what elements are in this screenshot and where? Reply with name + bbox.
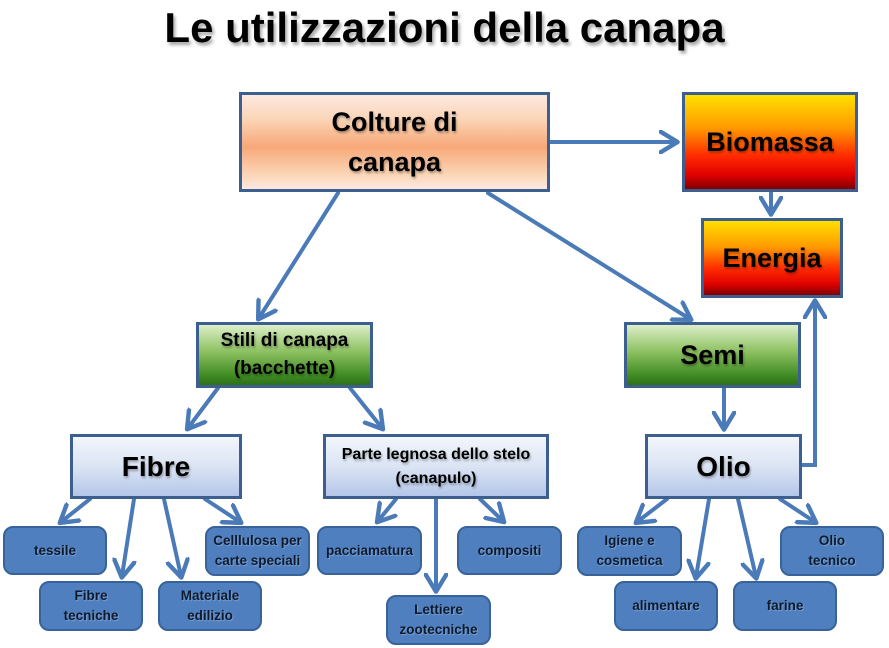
leaf-alimentare: alimentare	[614, 581, 718, 631]
leaf-farine: farine	[733, 581, 837, 631]
leaf-label: farine	[766, 598, 804, 613]
leaf-materiale-edilizio: Materiale edilizio	[158, 581, 262, 631]
leaf-tessile: tessile	[3, 526, 107, 575]
arrow-olio-alimentare	[696, 497, 711, 577]
leaf-olio-tecnico: Olio tecnico	[780, 526, 884, 576]
node-label: Biomassa	[706, 126, 834, 157]
node-colture-di-canapa: Colture di canapa	[239, 92, 550, 192]
leaf-label: Lettiere zootecniche	[399, 602, 478, 637]
leaf-label: Olio tecnico	[808, 533, 856, 568]
arrow-olio-tecnico	[778, 497, 815, 522]
leaf-label: tessile	[33, 542, 77, 558]
leaf-label: Igiene e cosmetica	[596, 533, 663, 568]
leaf-cellulosa: Celllulosa per carte speciali	[205, 526, 310, 576]
arrow-stili-canapulo	[348, 386, 382, 428]
arrow-olio-energia	[800, 302, 815, 467]
leaf-compositi: compositi	[457, 526, 562, 575]
leaf-label: alimentare	[632, 598, 700, 613]
node-fibre: Fibre	[70, 434, 242, 499]
node-stili-di-canapa: Stili di canapa (bacchette)	[196, 322, 373, 388]
arrow-olio-farine	[736, 497, 756, 577]
node-semi: Semi	[624, 322, 801, 388]
arrow-fibre-edilizio	[162, 497, 181, 576]
leaf-fibre-tecniche: Fibre tecniche	[39, 581, 143, 631]
arrow-canapulo-pacciamatura	[378, 497, 398, 521]
leaf-pacciamatura: pacciamatura	[317, 526, 422, 575]
node-label: Colture di canapa	[331, 107, 458, 177]
node-label: Olio	[696, 450, 751, 482]
leaf-label: Fibre tecniche	[63, 588, 119, 623]
node-label: Energia	[722, 242, 822, 273]
node-label: Parte legnosa dello stelo (canapulo)	[341, 445, 531, 487]
arrow-fibre-cellulosa	[203, 497, 240, 522]
leaf-label: compositi	[477, 542, 542, 558]
node-energia: Energia	[701, 218, 843, 298]
arrow-canapulo-compositi	[478, 497, 503, 521]
page-title: Le utilizzazioni della canapa	[164, 4, 725, 51]
leaf-label: Celllulosa per carte speciali	[213, 533, 302, 568]
node-olio: Olio	[645, 434, 802, 499]
leaf-label: Materiale edilizio	[180, 588, 240, 623]
arrow-colture-stili	[259, 191, 340, 318]
node-label: Fibre	[121, 450, 191, 482]
leaf-igiene-cosmetica: Igiene e cosmetica	[577, 526, 682, 576]
leaf-label: pacciamatura	[325, 542, 414, 558]
node-label: Semi	[680, 339, 745, 370]
arrow-colture-semi	[486, 191, 690, 319]
arrow-stili-fibre	[188, 386, 220, 428]
arrow-fibre-tecniche	[122, 497, 134, 576]
node-label: Stili di canapa (bacchette)	[220, 330, 349, 379]
node-canapulo: Parte legnosa dello stelo (canapulo)	[323, 434, 549, 499]
leaf-lettiere-zootecniche: Lettiere zootecniche	[386, 595, 491, 645]
arrow-olio-igiene	[637, 497, 669, 522]
arrow-fibre-tessile	[61, 497, 92, 522]
node-biomassa: Biomassa	[682, 92, 858, 192]
